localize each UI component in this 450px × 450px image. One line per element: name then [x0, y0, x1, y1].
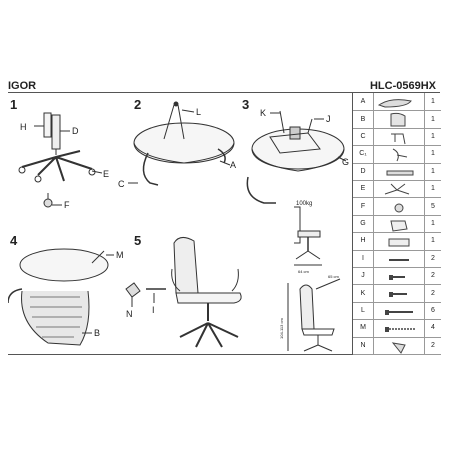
step-2: 2 L A C [118, 97, 236, 189]
part-label: B [353, 110, 374, 128]
part-quantity: 5 [424, 197, 441, 215]
step-1: 1 H D E F [10, 97, 109, 210]
top-rule [8, 92, 440, 93]
step-4-number: 4 [10, 233, 18, 248]
part-label: D [353, 162, 374, 180]
part-label: J [353, 267, 374, 285]
bolt-icon [389, 292, 407, 298]
cap-icon [391, 341, 406, 354]
step-1-label-e: E [103, 169, 109, 179]
step-5-number: 5 [134, 233, 141, 248]
step-4-label-b: B [94, 328, 100, 338]
part-quantity: 1 [424, 162, 441, 180]
part-label: C₁ [353, 145, 374, 163]
arm-bracket-alt-icon [392, 148, 408, 162]
step-4-label-m: M [116, 250, 124, 260]
part-quantity: 1 [424, 214, 441, 233]
part-quantity: 6 [424, 301, 441, 320]
height-dimension: 104-113 cm [279, 318, 284, 339]
parts-table-row: C₁ 1 [353, 145, 441, 164]
part-quantity: 4 [424, 319, 441, 337]
part-quantity: 2 [424, 284, 441, 302]
part-quantity: 1 [424, 180, 441, 198]
base-icon [384, 183, 410, 195]
step-1-number: 1 [10, 97, 17, 112]
step-1-label-f: F [64, 200, 70, 210]
bottom-rule [8, 354, 440, 355]
part-label: L [353, 301, 374, 320]
product-code: HLC-0569HX [369, 80, 436, 92]
part-label: G [353, 214, 374, 233]
part-quantity: 2 [424, 267, 441, 285]
arm-bracket-icon [391, 133, 406, 144]
step-2-label-l: L [196, 107, 201, 117]
part-label: I [353, 249, 374, 267]
part-quantity: 1 [424, 93, 441, 111]
step-2-number: 2 [134, 97, 141, 112]
armrest-icon [377, 99, 412, 108]
part-label: K [353, 284, 374, 302]
gas-lift-icon [386, 170, 414, 176]
step-1-label-h: H [20, 122, 27, 132]
step-3-label-j: J [326, 114, 331, 124]
product-name: IGOR [8, 80, 37, 92]
pin-icon [389, 258, 409, 261]
step-2-label-a: A [230, 160, 236, 170]
part-quantity: 1 [424, 145, 441, 163]
assembly-diagrams: 1 H D E F 2 [8, 97, 349, 352]
part-label: H [353, 232, 374, 250]
mechanism-icon [390, 220, 408, 232]
part-quantity: 1 [424, 127, 441, 146]
step-5-label-i: I [152, 305, 155, 315]
step-1-label-d: D [72, 126, 79, 136]
step-5: 5 N I [125, 233, 242, 348]
width-dimension: 64 cm [298, 269, 310, 274]
part-label: A [353, 93, 374, 111]
part-quantity: 2 [424, 249, 441, 267]
long-screw-icon [385, 327, 415, 333]
screw-icon [389, 275, 405, 280]
part-label: C [353, 127, 374, 146]
depth-dimension: 65 cm [328, 274, 340, 279]
long-bolt-icon [385, 309, 413, 315]
step-4: 4 M B [8, 233, 124, 346]
max-load: 100kg [296, 201, 312, 207]
part-label: F [353, 197, 374, 215]
step-3-label-k: K [260, 108, 266, 118]
caster-icon [394, 203, 404, 213]
cover-icon [388, 238, 410, 247]
step-3: 3 K J G [242, 97, 349, 204]
part-quantity: 1 [424, 110, 441, 128]
step-2-label-c: C [118, 179, 125, 189]
step-3-label-g: G [342, 157, 349, 167]
step-5-label-n: N [126, 309, 133, 319]
part-label: N [353, 336, 374, 354]
backrest-icon [390, 113, 406, 127]
part-quantity: 1 [424, 232, 441, 250]
part-label: E [353, 180, 374, 198]
part-quantity: 2 [424, 336, 441, 354]
dimension-drawings: 100kg 64 cm 65 cm 104-113 cm [279, 201, 341, 352]
step-3-number: 3 [242, 97, 249, 112]
part-label: M [353, 319, 374, 337]
